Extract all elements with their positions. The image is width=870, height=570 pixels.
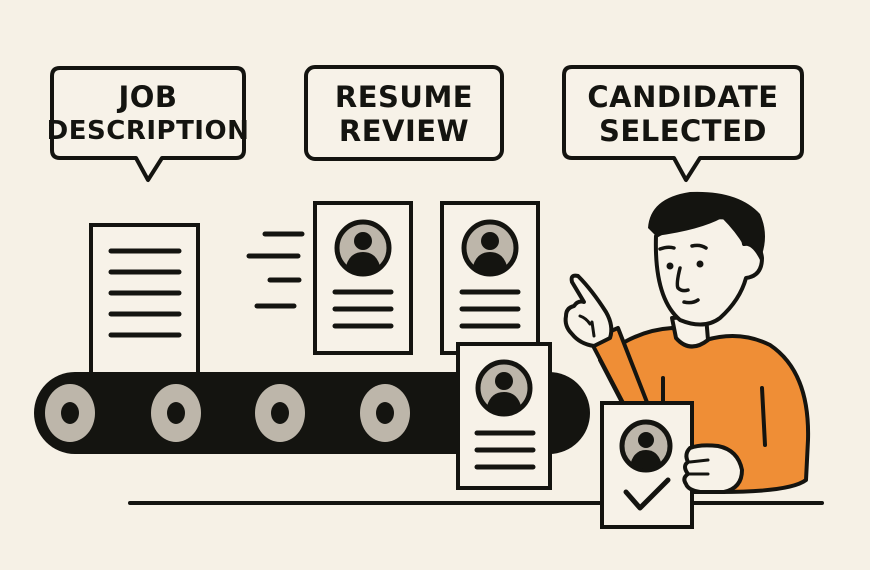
conveyor-roller-3 xyxy=(255,384,305,442)
conveyor-roller-1 xyxy=(45,384,95,442)
conveyor-roller-2 xyxy=(151,384,201,442)
bubble-candidate-selected: CANDIDATE SELECTED xyxy=(564,69,802,158)
conveyor-roller-4 xyxy=(360,384,410,442)
bubble-candidate-selected-line2: SELECTED xyxy=(599,113,767,148)
holding-hand xyxy=(682,443,744,494)
resume-card-3 xyxy=(456,342,552,490)
bubble-resume-review-line1: RESUME xyxy=(334,80,474,114)
motion-lines xyxy=(246,231,305,309)
resume-card-1 xyxy=(313,201,413,355)
bubble-resume-review-shape xyxy=(304,65,504,161)
selected-resume-card xyxy=(600,401,694,529)
bubble-job-description-line2: DESCRIPTION xyxy=(46,116,250,146)
resume-card-2 xyxy=(440,201,540,355)
bubble-job-description: JOB DESCRIPTION xyxy=(47,70,249,158)
bubble-resume-review: RESUME REVIEW xyxy=(306,69,502,159)
checkmark-icon xyxy=(623,477,671,511)
bubble-resume-review-line2: REVIEW xyxy=(338,114,470,148)
bubble-job-description-line1: JOB xyxy=(118,80,178,114)
bubble-job-description-shape xyxy=(50,66,246,182)
conveyor-belt xyxy=(34,372,590,454)
bubble-candidate-selected-shape xyxy=(562,65,804,182)
bubble-candidate-selected-line1: CANDIDATE xyxy=(587,79,779,114)
job-description-document xyxy=(89,223,200,377)
